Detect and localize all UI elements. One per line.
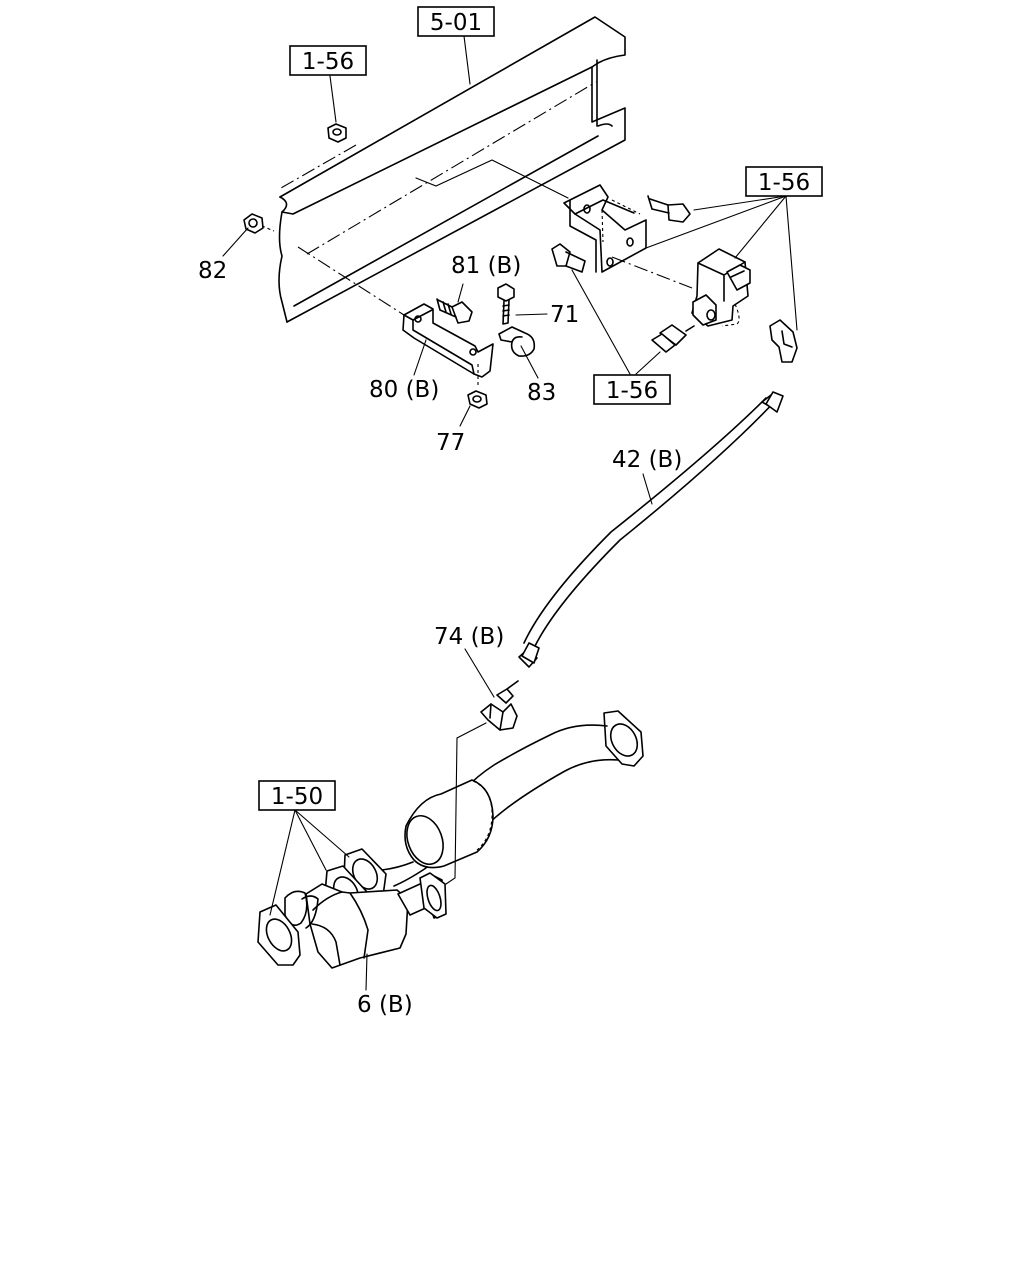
ref-box-1-56-right: 1-56 [745,166,823,197]
exhaust-brake-solenoid-valve [691,248,751,327]
callout-6b: 6 (B) [357,992,413,1018]
bolt-71 [497,283,515,325]
valve-connector-fitting [651,324,695,353]
ref-box-1-56-mid: 1-56 [593,374,671,405]
exhaust-pipe [257,710,644,969]
svg-text:1-50: 1-50 [271,784,323,810]
elbow-fitting [769,319,798,363]
bolt-81b [436,298,473,324]
svg-text:5-01: 5-01 [430,10,482,36]
leader-lines [222,35,798,991]
svg-text:1-56: 1-56 [606,378,658,404]
callout-77: 77 [436,430,465,456]
frame-rail [278,16,626,323]
callout-82: 82 [198,258,227,284]
valve-bracket [415,159,647,273]
nut-82 [243,213,275,234]
svg-text:1-56: 1-56 [758,170,810,196]
clip-83 [498,326,536,357]
callout-42b: 42 (B) [612,447,682,473]
svg-text:1-56: 1-56 [302,49,354,75]
callout-80b: 80 (B) [369,377,439,403]
frame-nut-top [327,123,347,143]
elbow-fitting-74b [480,680,519,731]
bracket-bolt-lower [551,243,693,289]
clip-bracket [297,246,494,388]
callout-83: 83 [527,380,556,406]
callout-81b: 81 (B) [451,253,521,279]
vacuum-hose [518,391,784,668]
ref-box-1-56-top: 1-56 [289,45,367,76]
bracket-bolt-upper [647,195,691,223]
callout-71: 71 [550,302,579,328]
nut-77 [467,390,488,409]
ref-box-1-50: 1-50 [258,780,336,811]
ref-box-5-01: 5-01 [417,6,495,37]
callout-74b: 74 (B) [434,624,504,650]
